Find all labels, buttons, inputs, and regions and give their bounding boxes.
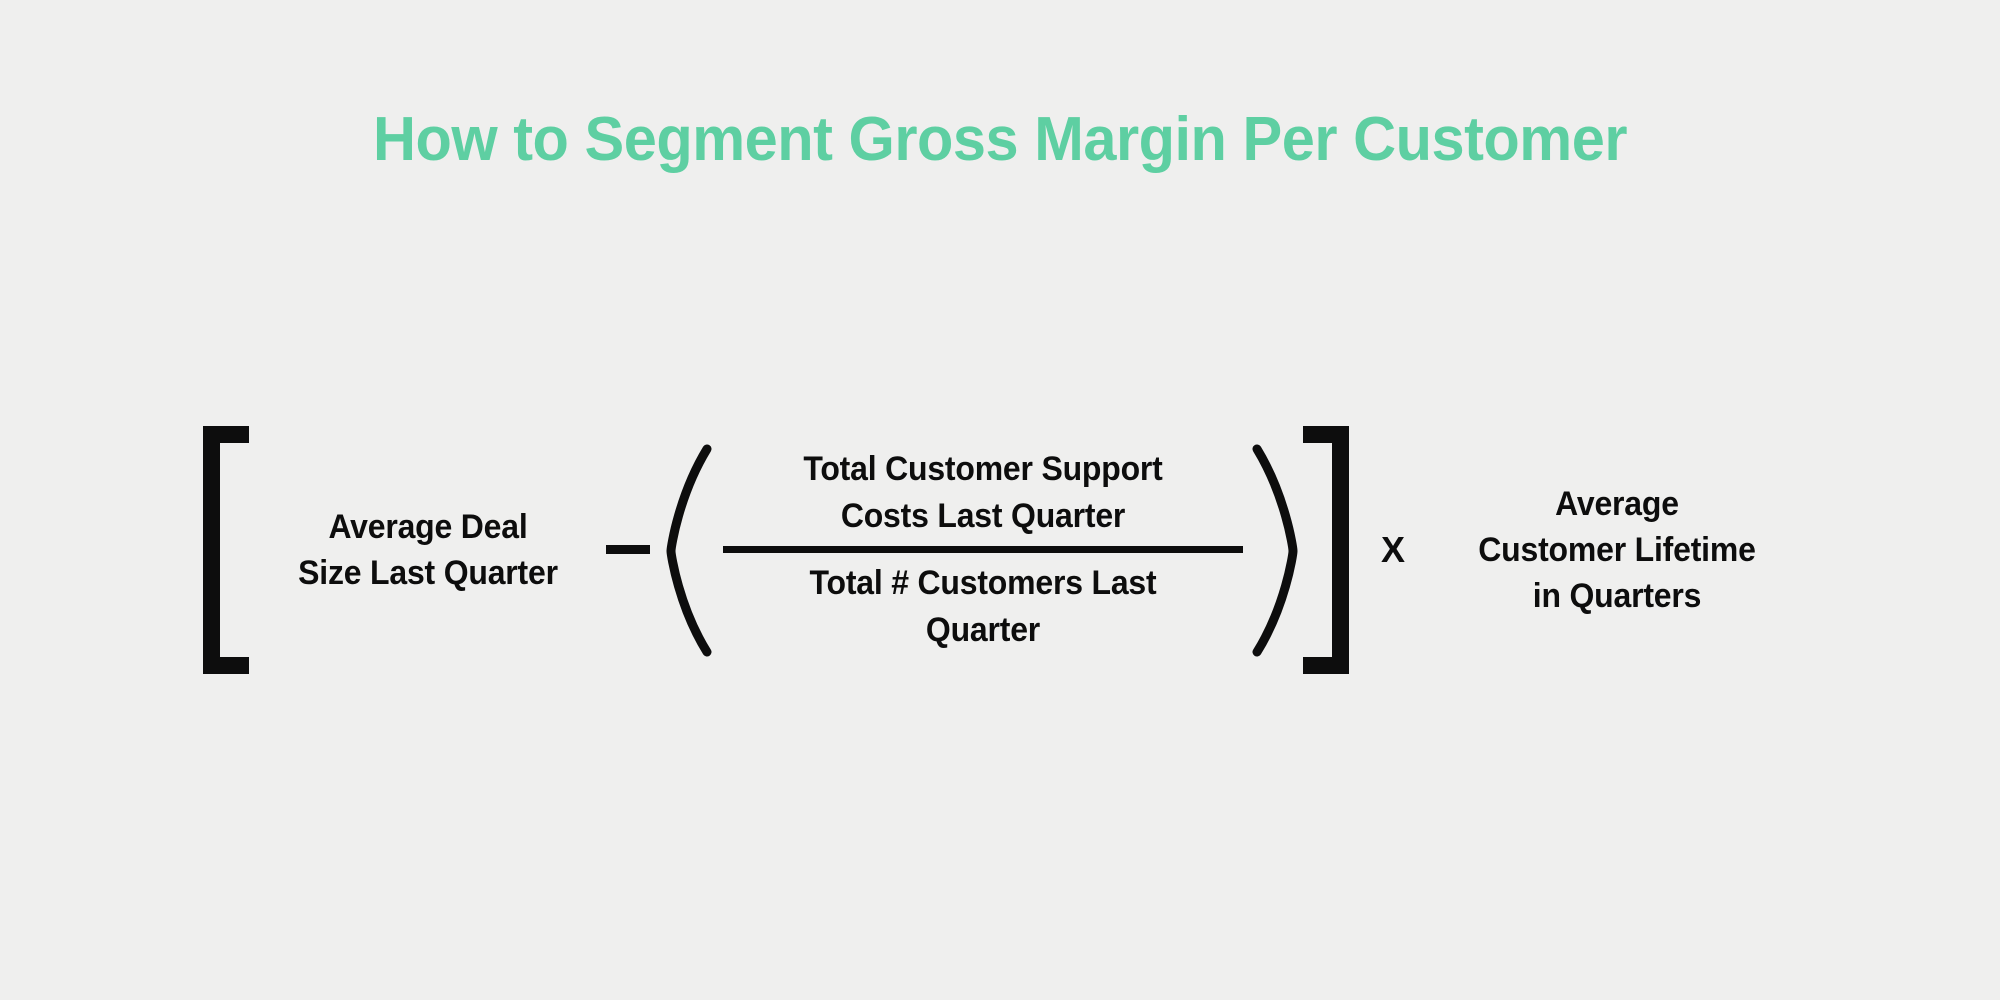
term-average-customer-lifetime-line2: Customer Lifetime <box>1478 531 1756 569</box>
fraction-denominator-line2: Quarter <box>925 611 1041 649</box>
term-average-customer-lifetime: Average Customer Lifetime in Quarters <box>1448 481 1786 619</box>
fraction-denominator-line1: Total # Customers Last <box>809 564 1157 602</box>
minus-operator-icon <box>593 545 663 555</box>
fraction-numerator-line1: Total Customer Support <box>803 450 1163 488</box>
open-square-bracket-icon <box>203 426 249 674</box>
fraction-bar <box>723 546 1243 553</box>
fraction-numerator: Total Customer Support Costs Last Quarte… <box>739 446 1228 546</box>
page-title: How to Segment Gross Margin Per Customer <box>372 105 1628 174</box>
term-average-deal-size-line1: Average Deal <box>328 508 528 546</box>
term-average-deal-size: Average Deal Size Last Quarter <box>273 504 583 596</box>
fraction-numerator-line2: Costs Last Quarter <box>840 497 1126 535</box>
multiply-operator-icon: X <box>1380 529 1405 570</box>
term-average-deal-size-line2: Size Last Quarter <box>298 554 558 592</box>
term-average-customer-lifetime-line3: in Quarters <box>1532 577 1702 615</box>
open-parenthesis-icon <box>663 443 715 658</box>
formula-expression: Average Deal Size Last Quarter Total Cus… <box>0 400 2000 700</box>
term-average-customer-lifetime-line1: Average <box>1555 485 1679 523</box>
close-parenthesis-icon <box>1249 443 1301 658</box>
close-square-bracket-icon <box>1303 426 1349 674</box>
fraction-denominator: Total # Customers Last Quarter <box>739 553 1228 654</box>
fraction-support-cost-per-customer: Total Customer Support Costs Last Quarte… <box>723 446 1243 654</box>
